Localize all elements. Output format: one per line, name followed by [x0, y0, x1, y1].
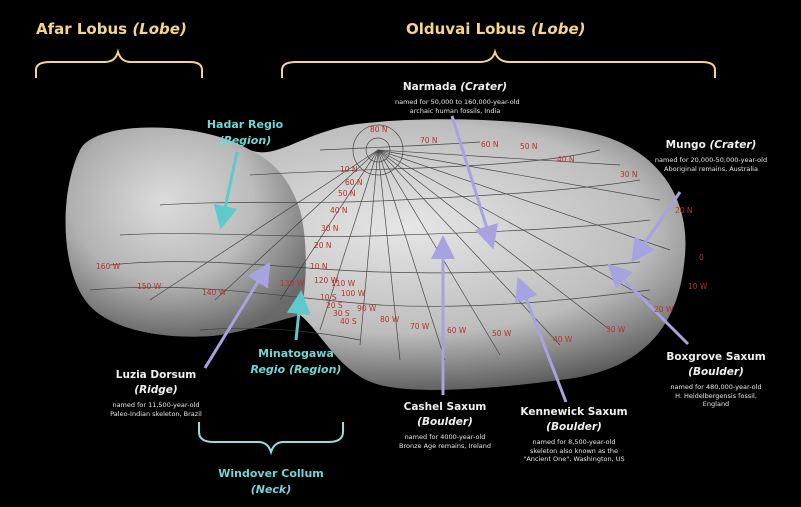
afar-lobe-name: Afar Lobus	[36, 20, 128, 38]
windover-name: Windover Collum	[218, 467, 324, 480]
boxgrove-name: Boxgrove Saxum	[666, 351, 766, 363]
minatogawa-arrow	[286, 290, 311, 341]
grid-label: 40 W	[553, 335, 573, 344]
grid-label: 70 N	[420, 136, 438, 145]
grid-label: 160 W	[96, 262, 121, 271]
grid-label: 10 N	[310, 262, 328, 271]
grid-label: 80 W	[380, 315, 400, 324]
boxgrove-note-3: England	[702, 400, 730, 408]
hadar-name: Hadar Regio	[206, 118, 284, 131]
narmada-note-2: archaic human fossils, India	[409, 106, 501, 115]
boxgrove-saxum-label: Boxgrove Saxum (Boulder) named for 480,0…	[656, 350, 776, 409]
grid-label: 40 S	[340, 317, 357, 326]
luzia-note-2: Paleo-Indian skeleton, Brazil	[110, 409, 202, 418]
grid-label: 120 W	[314, 276, 339, 285]
grid-label: 110 W	[331, 279, 356, 288]
grid-label: 60 N	[481, 140, 499, 149]
grid-label: 20 S	[326, 301, 343, 310]
grid-label: 30 S	[333, 309, 350, 318]
grid-label: 10 N	[340, 165, 358, 174]
narmada-crater-label: Narmada (Crater) named for 50,000 to 160…	[395, 80, 520, 115]
grid-label: 50 N	[520, 142, 538, 151]
luzia-type: (Ridge)	[134, 384, 178, 396]
grid-label: 140 W	[202, 288, 227, 297]
hadar-arrow	[213, 151, 239, 230]
grid-label: 30 W	[606, 325, 626, 334]
minatogawa-name: Minatogawa	[258, 347, 334, 360]
kennewick-name: Kennewick Saxum	[520, 406, 628, 418]
grid-label: 50 W	[492, 329, 512, 338]
grid-label: 30 N	[321, 224, 339, 233]
grid-label: 30 N	[620, 170, 638, 179]
grid-label: 40 N	[330, 206, 348, 215]
luzia-name: Luzia Dorsum	[115, 369, 197, 381]
kennewick-note-1: named for 8,500-year-old	[532, 438, 616, 446]
minatogawa-regio-label: Minatogawa Regio (Region)	[230, 346, 362, 378]
olduvai-lobe-title: Olduvai Lobus (Lobe)	[406, 20, 586, 38]
grid-label: 50 N	[338, 189, 356, 198]
grid-label: 10 W	[688, 282, 708, 291]
coordinate-grid	[89, 124, 671, 361]
kennewick-saxum-label: Kennewick Saxum (Boulder) named for 8,50…	[514, 405, 634, 464]
olduvai-lobe-bracket	[281, 48, 716, 78]
mungo-arrow	[631, 191, 682, 263]
afar-lobe-title: Afar Lobus (Lobe)	[36, 20, 187, 38]
boxgrove-note-2: H. Heidelbergensis fossil,	[675, 391, 757, 400]
boxgrove-type: (Boulder)	[688, 366, 744, 378]
grid-label: 20 W	[654, 305, 674, 314]
grid-label: 0	[699, 253, 704, 262]
kennewick-arrow	[515, 276, 568, 403]
grid-label: 100 W	[341, 289, 366, 298]
boxgrove-arrow	[607, 263, 690, 346]
grid-label: 20 N	[314, 241, 332, 250]
olduvai-lobe-name: Olduvai Lobus	[406, 20, 526, 38]
grid-label: 90 W	[357, 304, 377, 313]
narmada-arrow	[450, 115, 498, 250]
cashel-note-1: named for 4000-year-old	[404, 433, 486, 441]
grid-label: 60 N	[345, 178, 363, 187]
narmada-note-1: named for 50,000 to 160,000-year-old	[395, 98, 520, 106]
boxgrove-note-1: named for 480,000-year-old	[670, 383, 762, 391]
mungo-note-1: named for 20,000-50,000-year-old	[654, 156, 768, 164]
cashel-note-2: Bronze Age remains, Ireland	[399, 441, 491, 450]
mungo-title: Mungo (Crater)	[665, 139, 757, 151]
grid-label: 150 W	[137, 282, 162, 291]
windover-collum-label: Windover Collum (Neck)	[210, 466, 332, 498]
mungo-note-2: Aboriginal remains, Australia	[664, 164, 758, 173]
grid-label: 70 W	[410, 322, 430, 331]
afar-lobe-bracket	[35, 48, 203, 78]
mungo-crater-label: Mungo (Crater) named for 20,000-50,000-y…	[646, 138, 776, 173]
windover-neck-bracket	[198, 422, 344, 456]
kennewick-type: (Boulder)	[546, 421, 602, 433]
kennewick-note-2: skeleton also known as the	[529, 446, 619, 455]
luzia-note-1: named for 11,500-year-old	[112, 401, 200, 409]
cashel-type: (Boulder)	[417, 416, 473, 428]
grid-label: 80 N	[370, 125, 388, 134]
cashel-saxum-label: Cashel Saxum (Boulder) named for 4000-ye…	[390, 400, 500, 450]
hadar-regio-label: Hadar Regio (Region)	[200, 117, 290, 149]
grid-label: 130 W	[280, 279, 305, 288]
grid-label: 40 N	[557, 155, 575, 164]
olduvai-lobe-type: (Lobe)	[531, 20, 586, 38]
grid-label: 60 W	[447, 326, 467, 335]
windover-type: (Neck)	[250, 483, 292, 496]
grid-label: 10 S	[320, 293, 337, 302]
luzia-dorsum-label: Luzia Dorsum (Ridge) named for 11,500-ye…	[102, 368, 210, 418]
afar-lobe-type: (Lobe)	[132, 20, 187, 38]
narmada-title: Narmada (Crater)	[402, 81, 508, 93]
asteroid-body	[65, 119, 686, 390]
cashel-name: Cashel Saxum	[403, 401, 487, 413]
hadar-type: (Region)	[218, 134, 272, 147]
luzia-arrow	[203, 261, 271, 369]
grid-label: 20 N	[675, 206, 693, 215]
minatogawa-type: Regio (Region)	[250, 363, 342, 376]
kennewick-note-3: "Ancient One", Washington, US	[523, 455, 625, 463]
